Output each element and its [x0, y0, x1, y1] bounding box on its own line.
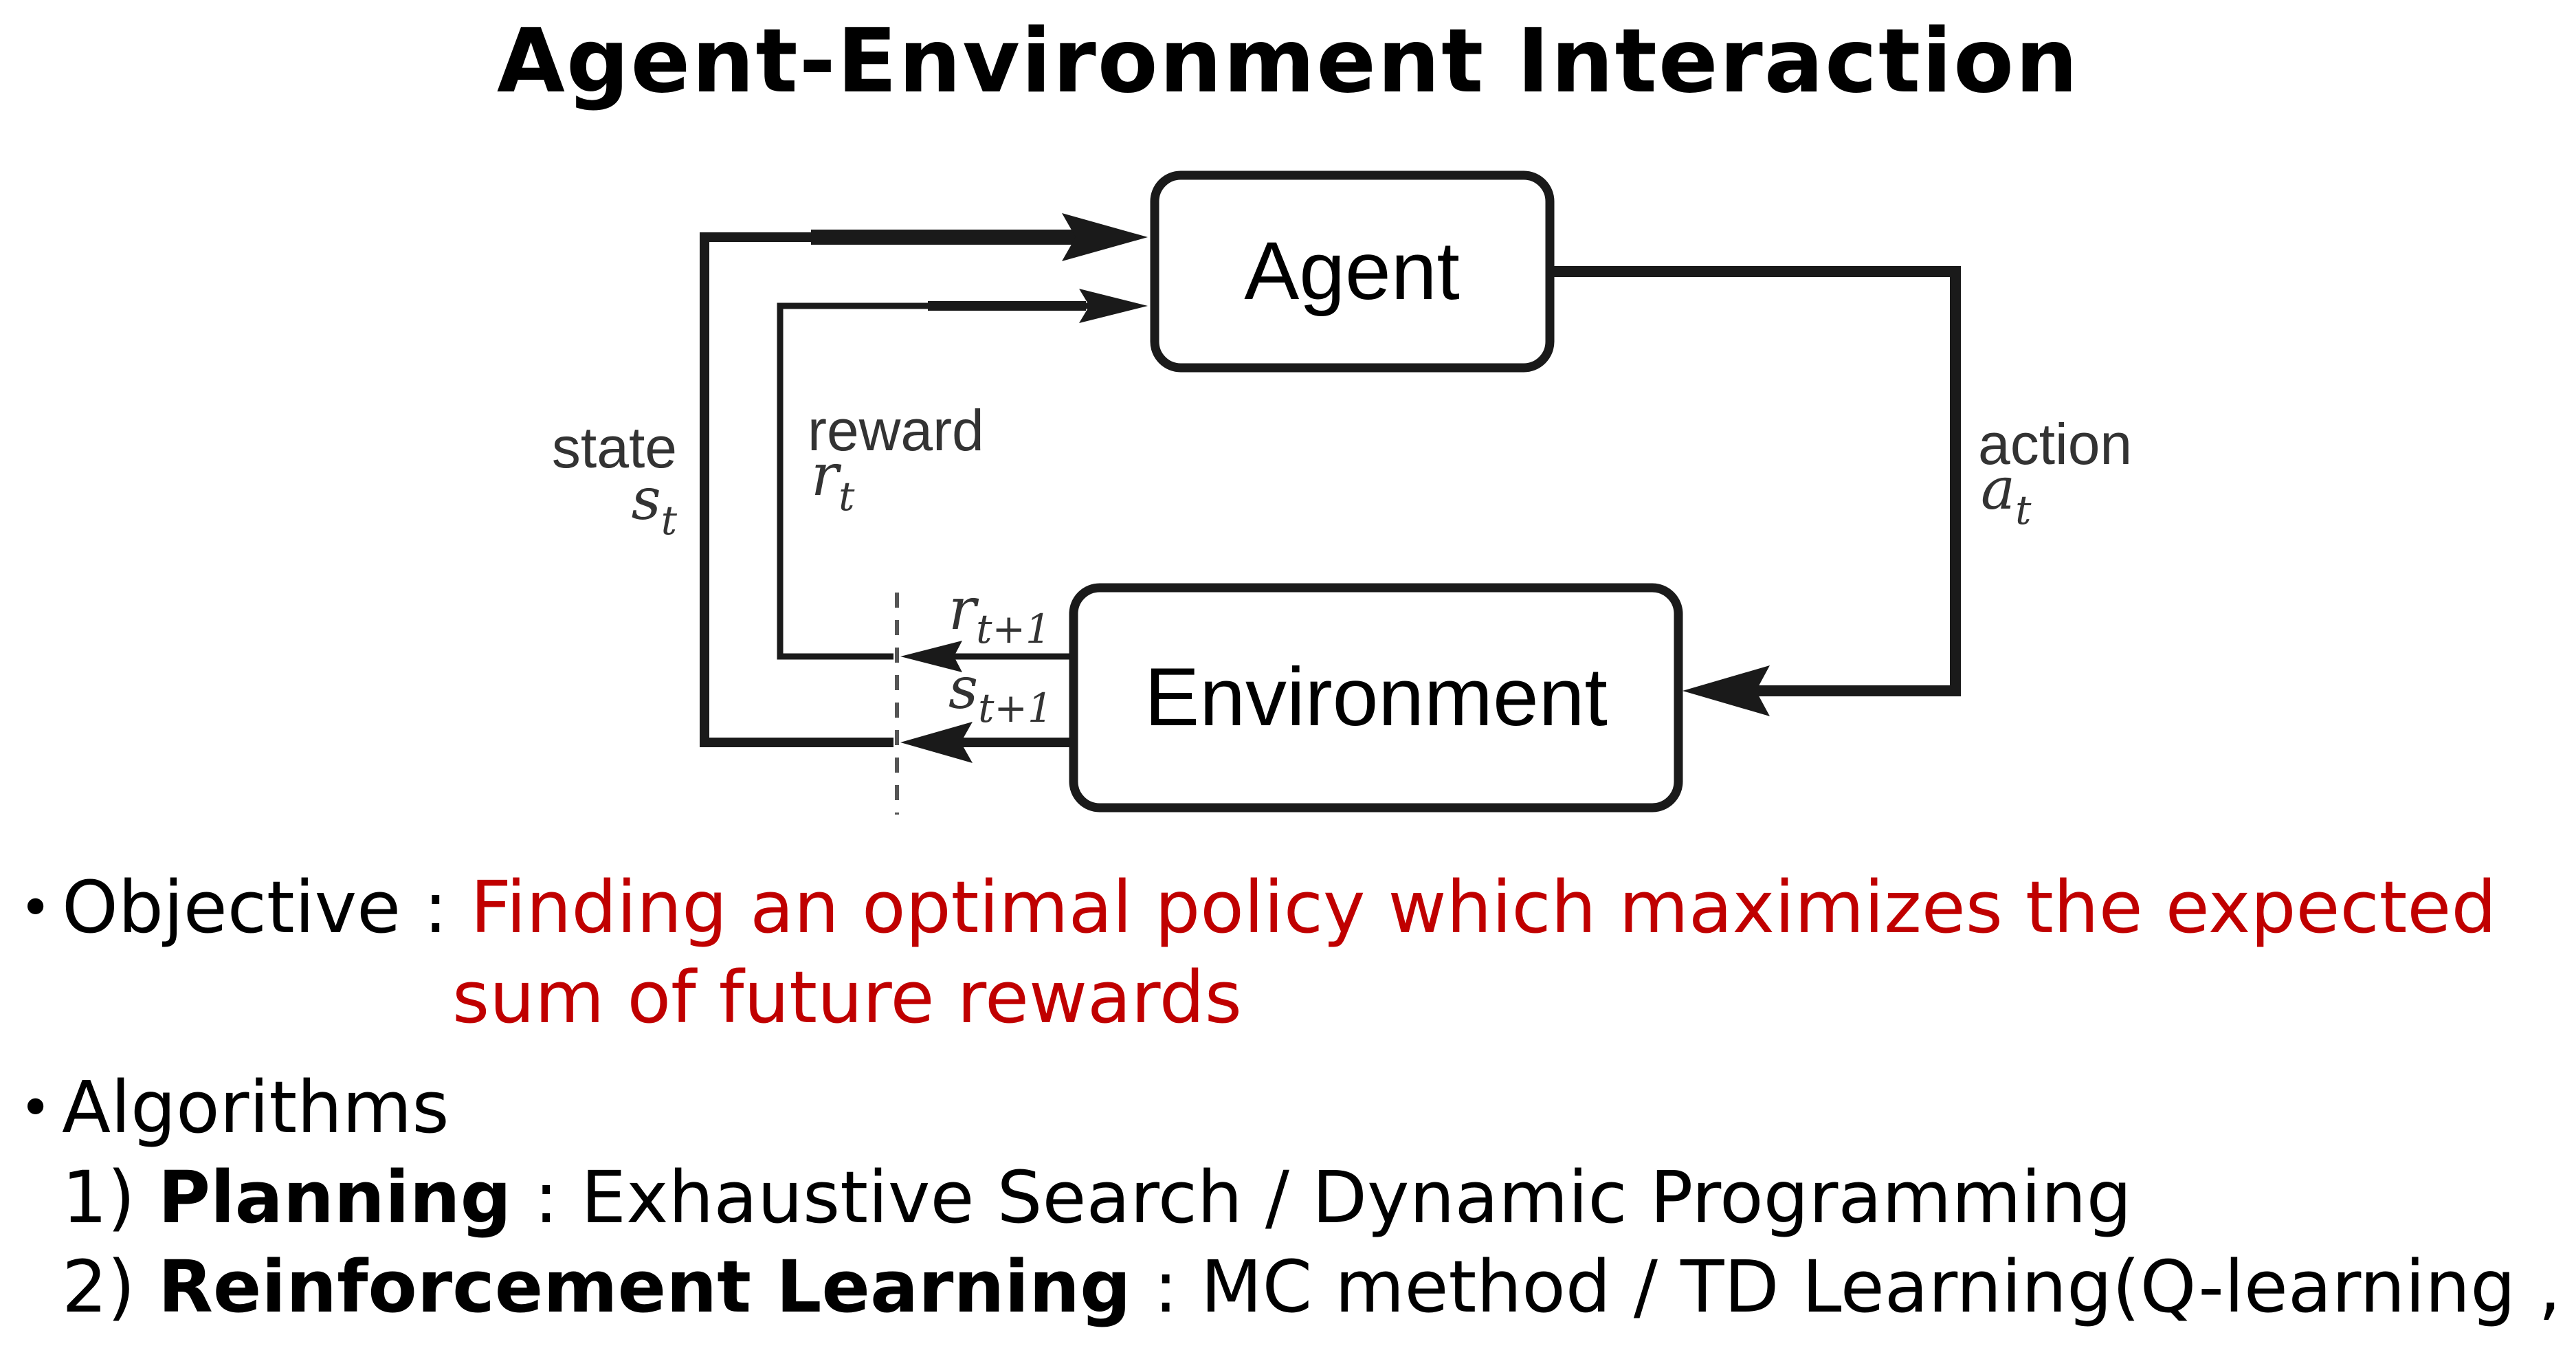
bullet-dot-icon: •	[19, 1076, 52, 1140]
algorithms-bullet: •Algorithms	[19, 1063, 2562, 1153]
objective-label: Objective :	[62, 865, 471, 949]
bullet-list: •Objective : Finding an optimal policy w…	[19, 863, 2576, 1332]
bullet-dot-icon: •	[19, 876, 52, 940]
state-label: state	[552, 415, 677, 480]
action-label: action	[1978, 412, 2132, 476]
page-title: Agent-Environment Interaction	[496, 10, 2080, 113]
reward-arrowhead	[1079, 289, 1148, 323]
next-reward-symbol: rt+1	[948, 575, 1051, 652]
reward-label: reward	[808, 398, 984, 463]
objective-text-line1: Finding an optimal policy which maximize…	[470, 865, 2497, 949]
next-reward-arrowhead	[900, 641, 962, 672]
action-symbol: at	[1981, 455, 2032, 533]
algorithms-label: Algorithms	[62, 1065, 449, 1149]
algorithm-name: Reinforcement Learning	[157, 1245, 1131, 1329]
state-arrow	[700, 232, 1100, 747]
algorithm-item-planning: 1) Planning : Exhaustive Search / Dynami…	[19, 1153, 2562, 1242]
objective-bullet: •Objective : Finding an optimal policy w…	[19, 863, 2562, 953]
action-arrowhead	[1683, 665, 1770, 716]
algorithm-description: MC method / TD Learning(Q-learning , ...…	[1200, 1245, 2576, 1329]
reward-symbol: rt	[811, 441, 855, 520]
environment-label: Environment	[1144, 651, 1608, 743]
state-symbol: st	[632, 465, 678, 544]
state-arrowhead	[1062, 213, 1148, 261]
algorithm-number: 1)	[62, 1156, 158, 1239]
next-state-arrowhead	[900, 722, 973, 763]
algorithm-description: Exhaustive Search / Dynamic Programming	[581, 1156, 2132, 1239]
environment-box	[1069, 583, 1683, 813]
algorithm-separator: :	[1131, 1245, 1201, 1329]
action-arrow	[1550, 266, 1961, 696]
next-state-symbol: st+1	[948, 654, 1053, 731]
algorithm-item-reinforcement-learning: 2) Reinforcement Learning : MC method / …	[19, 1242, 2576, 1332]
objective-text-line2: sum of future rewards	[452, 955, 1242, 1039]
algorithm-separator: :	[511, 1156, 581, 1239]
algorithm-name: Planning	[157, 1156, 512, 1239]
algorithm-number: 2)	[62, 1245, 158, 1329]
agent-label: Agent	[1244, 225, 1460, 317]
